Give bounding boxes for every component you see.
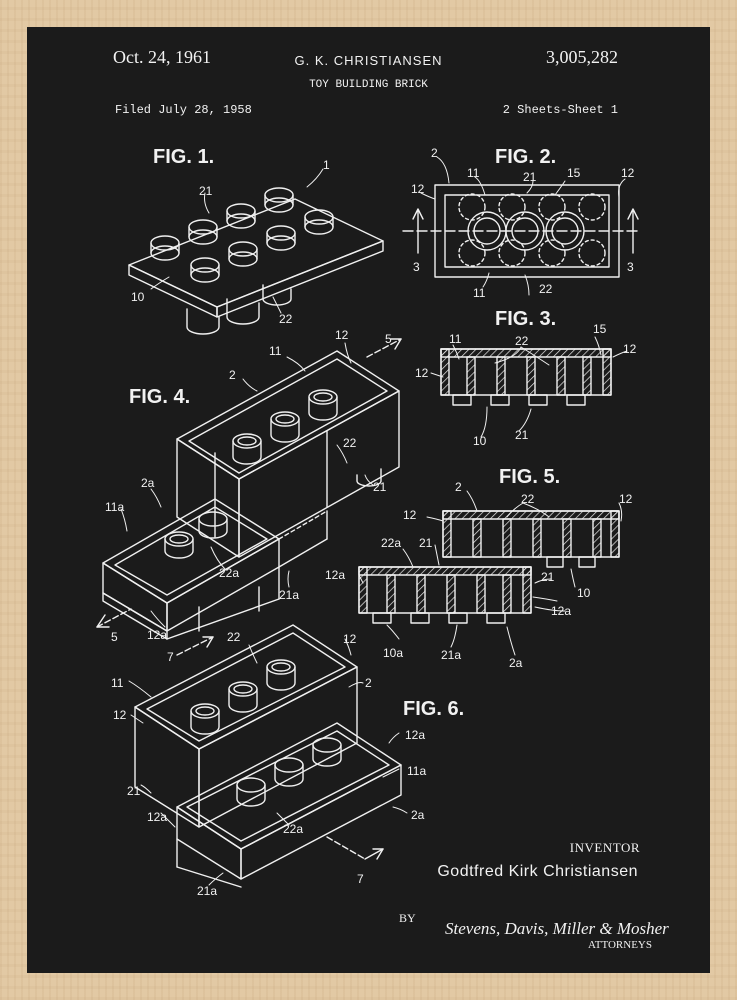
patent-title: TOY BUILDING BRICK bbox=[309, 79, 428, 91]
ref-label: 12 bbox=[415, 366, 429, 380]
ref-label: 12 bbox=[621, 166, 635, 180]
patent-drawings: FIG. 1. FIG. 2. FIG. 3. FIG. 4. FIG. 5. … bbox=[96, 146, 642, 898]
by-label: BY bbox=[399, 911, 416, 925]
ref-label: 7 bbox=[167, 650, 174, 664]
ref-label: 12 bbox=[335, 328, 349, 342]
reference-leader-lines bbox=[120, 156, 628, 886]
ref-label: 22 bbox=[279, 312, 293, 326]
fig4-caption: FIG. 4. bbox=[129, 386, 190, 408]
fig5-section-view bbox=[358, 510, 620, 624]
ref-label: 22 bbox=[227, 630, 241, 644]
ref-label: 11 bbox=[467, 166, 480, 180]
ref-label: 11 bbox=[111, 676, 124, 690]
fig1-studs bbox=[150, 187, 334, 283]
ref-label: 12 bbox=[343, 632, 357, 646]
ref-label: 22 bbox=[515, 334, 529, 348]
ref-label: 12 bbox=[623, 342, 637, 356]
fig5-caption: FIG. 5. bbox=[499, 466, 560, 488]
ref-label: 7 bbox=[357, 872, 364, 886]
ref-label: 22 bbox=[521, 492, 535, 506]
fig3-caption: FIG. 3. bbox=[495, 308, 556, 330]
ref-label: 15 bbox=[593, 322, 607, 336]
ref-label: 2a bbox=[411, 808, 425, 822]
fig4-lower-brick bbox=[96, 338, 402, 640]
ref-label: 12a bbox=[147, 628, 167, 642]
ref-label: 12a bbox=[551, 604, 571, 618]
ref-label: 2a bbox=[141, 476, 155, 490]
ref-label: 12a bbox=[405, 728, 425, 742]
fig1-caption: FIG. 1. bbox=[153, 146, 214, 168]
inventor-header: G. K. CHRISTIANSEN bbox=[294, 53, 443, 68]
ref-label: 22a bbox=[219, 566, 239, 580]
ref-label: 2 bbox=[365, 676, 372, 690]
ref-label: 11 bbox=[473, 286, 486, 300]
fig2-caption: FIG. 2. bbox=[495, 146, 556, 168]
ref-label: 21 bbox=[199, 184, 213, 198]
ref-label: 21 bbox=[127, 784, 141, 798]
ref-label: 11 bbox=[449, 332, 462, 346]
fig6-lower-brick bbox=[176, 636, 402, 888]
ref-label: 12a bbox=[325, 568, 345, 582]
fig2-top-view bbox=[402, 184, 642, 278]
patent-sheet: Oct. 24, 1961 G. K. CHRISTIANSEN 3,005,2… bbox=[27, 27, 710, 973]
ref-label: 2 bbox=[229, 368, 236, 382]
ref-label: 3 bbox=[627, 260, 634, 274]
fig6-caption: FIG. 6. bbox=[403, 698, 464, 720]
ref-label: 15 bbox=[567, 166, 581, 180]
ref-label: 12 bbox=[411, 182, 425, 196]
ref-label: 2 bbox=[455, 480, 462, 494]
ref-label: 21 bbox=[419, 536, 433, 550]
attorneys-label: ATTORNEYS bbox=[588, 939, 652, 951]
attorneys-signature: Stevens, Davis, Miller & Mosher bbox=[445, 919, 669, 938]
ref-label: 22a bbox=[381, 536, 401, 550]
ref-label: 3 bbox=[413, 260, 420, 274]
fig3-section-view bbox=[440, 348, 612, 406]
filed-date: Filed July 28, 1958 bbox=[115, 103, 252, 117]
ref-label: 21a bbox=[279, 588, 299, 602]
inventor-name: Godtfred Kirk Christiansen bbox=[437, 863, 638, 880]
ref-label: 5 bbox=[385, 332, 392, 346]
sheet-count: 2 Sheets-Sheet 1 bbox=[502, 103, 618, 117]
ref-label: 21a bbox=[441, 648, 461, 662]
ref-label: 11 bbox=[269, 344, 282, 358]
fig6-upper-brick bbox=[134, 624, 358, 828]
fig4-upper-brick bbox=[176, 350, 400, 558]
ref-label: 10a bbox=[383, 646, 403, 660]
ref-label: 10 bbox=[131, 290, 145, 304]
ref-label: 1 bbox=[323, 158, 330, 172]
ref-label: 10 bbox=[473, 434, 487, 448]
fig1-brick-drawing bbox=[128, 187, 384, 335]
patent-number: 3,005,282 bbox=[546, 47, 618, 67]
ref-label: 2a bbox=[509, 656, 523, 670]
ref-label: 12a bbox=[147, 810, 167, 824]
ref-label: 2 bbox=[431, 146, 438, 160]
ref-label: 5 bbox=[111, 630, 118, 644]
ref-label: 12 bbox=[619, 492, 633, 506]
inventor-label: INVENTOR bbox=[569, 840, 640, 855]
patent-date: Oct. 24, 1961 bbox=[113, 47, 211, 67]
ref-label: 22a bbox=[283, 822, 303, 836]
ref-label: 21 bbox=[541, 570, 555, 584]
ref-label: 21 bbox=[515, 428, 529, 442]
ref-label: 12 bbox=[403, 508, 417, 522]
ref-label: 22 bbox=[343, 436, 357, 450]
ref-label: 10 bbox=[577, 586, 591, 600]
ref-label: 12 bbox=[113, 708, 127, 722]
ref-label: 11a bbox=[407, 764, 426, 778]
ref-label: 21a bbox=[197, 884, 217, 898]
ref-label: 11a bbox=[105, 500, 124, 514]
ref-label: 21 bbox=[523, 170, 537, 184]
ref-label: 21 bbox=[373, 480, 387, 494]
ref-label: 22 bbox=[539, 282, 553, 296]
